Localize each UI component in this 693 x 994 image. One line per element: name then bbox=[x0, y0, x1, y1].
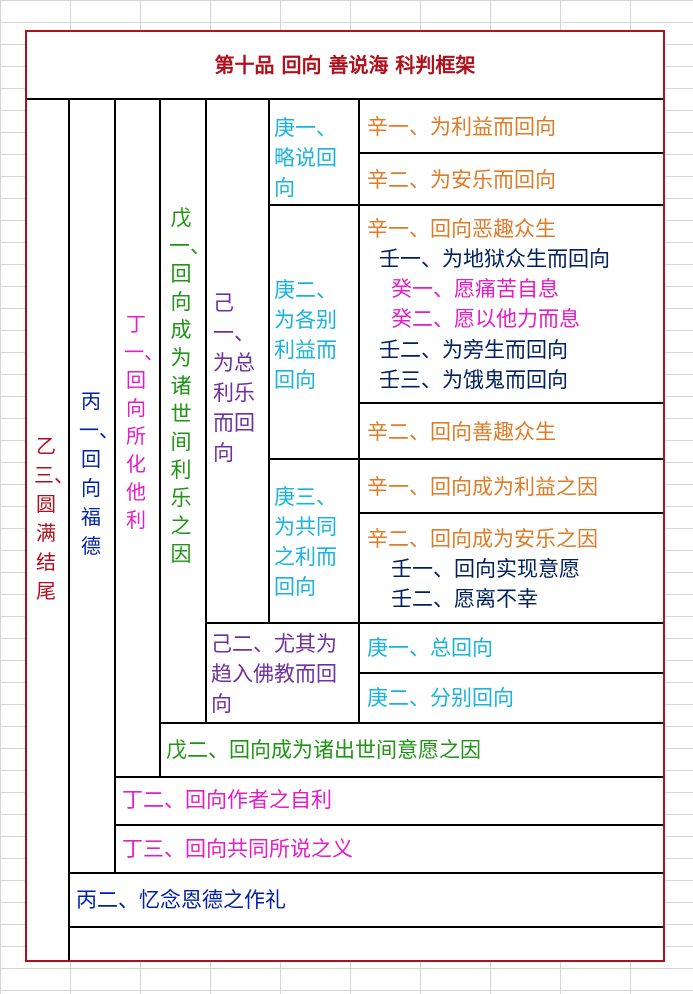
rule-ding1-right bbox=[159, 99, 161, 777]
label-bing2: 丙二、忆念恩德之作礼 bbox=[76, 888, 286, 912]
rule-ji1-bottom bbox=[205, 622, 663, 624]
label-wu2: 戊二、回向成为诸出世间意愿之因 bbox=[166, 738, 481, 762]
rule-bing1-right bbox=[114, 99, 116, 873]
rule-wu1-right bbox=[205, 99, 207, 723]
rule-ding2-bottom bbox=[114, 824, 663, 826]
label-ding3: 丁三、回向共同所说之义 bbox=[122, 837, 353, 861]
page-title: 第十品 回向 善说海 科判框架 bbox=[214, 53, 476, 77]
rule-xin1a-bottom bbox=[358, 152, 663, 154]
label-ji2: 己二、尤其为趋入佛教而回向 bbox=[211, 632, 337, 716]
rule-bing2-bottom bbox=[69, 926, 663, 928]
label-ren2c: 壬二、愿离不幸 bbox=[391, 587, 538, 611]
rule-ding3-bottom bbox=[69, 872, 663, 874]
label-xin2a: 辛二、为安乐而回向 bbox=[367, 168, 556, 192]
label-xin1b: 辛一、回向恶趣众生 bbox=[367, 217, 556, 241]
rule-geng-right bbox=[358, 99, 360, 723]
label-ren1c: 壬一、回向实现意愿 bbox=[391, 557, 580, 581]
label-geng1: 庚一、略说回向 bbox=[274, 116, 337, 200]
label-yi3: 乙三、圆满结尾 bbox=[34, 434, 74, 603]
label-geng2: 庚二、为各别利益而回向 bbox=[274, 278, 337, 392]
rule-xin1b-group-bottom bbox=[358, 402, 663, 404]
label-ji1: 己一、为总利乐而回向 bbox=[213, 291, 255, 465]
label-gui2: 癸二、愿以他力而息 bbox=[391, 307, 580, 331]
label-ding1: 丁一、回向所化他利 bbox=[124, 312, 164, 532]
label-ren2b: 壬二、为旁生而回向 bbox=[379, 338, 568, 362]
label-ren3b: 壬三、为饿鬼而回向 bbox=[379, 368, 568, 392]
label-geng3: 庚三、为共同之利而回向 bbox=[274, 485, 337, 599]
rule-xin1c-bottom bbox=[358, 512, 663, 514]
label-bing1: 丙一、回向福德 bbox=[79, 389, 119, 558]
label-ding2: 丁二、回向作者之自利 bbox=[122, 788, 332, 812]
rule-ji-left bbox=[268, 99, 270, 623]
label-xin2b: 辛二、回向善趣众生 bbox=[367, 420, 556, 444]
label-ren1b: 壬一、为地狱众生而回向 bbox=[379, 247, 610, 271]
label-wu1: 戊一、回向成为诸世间利乐之因 bbox=[169, 206, 211, 566]
label-geng2b: 庚二、分别回向 bbox=[367, 686, 514, 710]
rule-geng2-bottom bbox=[268, 458, 663, 460]
rule-title-bottom bbox=[27, 98, 663, 100]
rule-wu1-bottom bbox=[159, 722, 663, 724]
label-xin2c: 辛二、回向成为安乐之因 bbox=[367, 527, 598, 551]
rule-wu2-bottom bbox=[114, 776, 663, 778]
rule-geng1b-bottom bbox=[358, 672, 663, 674]
rule-geng1-bottom bbox=[268, 204, 663, 206]
outline-table: 第十品 回向 善说海 科判框架 乙三、圆满结尾 丙一、回向福德 丁一、回向所化他… bbox=[25, 30, 665, 962]
label-xin1c: 辛一、回向成为利益之因 bbox=[367, 475, 598, 499]
label-xin1a: 辛一、为利益而回向 bbox=[367, 115, 556, 139]
label-gui1: 癸一、愿痛苦自息 bbox=[391, 277, 559, 301]
label-geng1b: 庚一、总回向 bbox=[367, 636, 493, 660]
rule-yi3-right bbox=[68, 99, 70, 960]
